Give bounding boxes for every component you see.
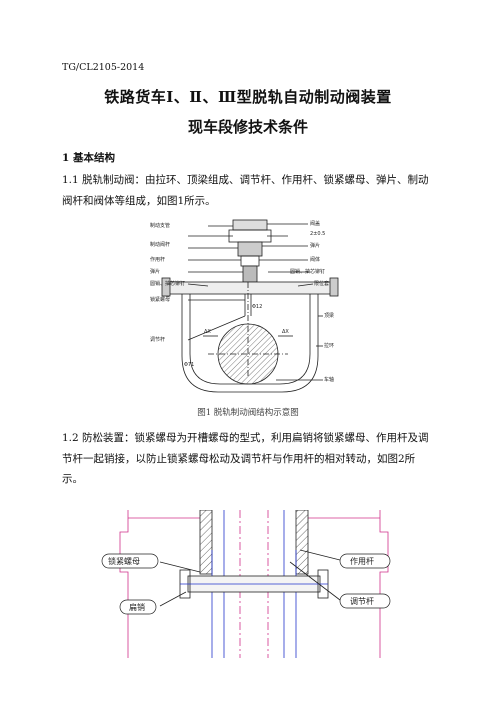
fig2-label-flat-pin: 扁销 bbox=[129, 602, 145, 612]
fig1-label-pull-ring: 拉环 bbox=[324, 342, 334, 349]
fig1-label-gap-dimension: 2±0.5 bbox=[310, 231, 325, 237]
fig1-dimension-dx-left: ΔX bbox=[204, 329, 211, 335]
fig2-label-action-rod: 作用杆 bbox=[350, 556, 374, 566]
figure-1-valve-diagram: 制动支管 制动阀杆 作用杆 弹片 圆销、抽芯铆钉 锁紧螺母 调节杆 阀盖 2±0… bbox=[150, 219, 339, 393]
document-number: TG/CL2105-2014 bbox=[62, 62, 145, 73]
fig1-label-valve-body: 阀体 bbox=[310, 256, 320, 263]
fig1-dimension-phi12: Φ12 bbox=[252, 304, 262, 310]
fig1-label-lock-nut: 锁紧螺母 bbox=[150, 296, 170, 303]
fig1-label-valve-cover: 阀盖 bbox=[310, 220, 320, 227]
fig1-label-axle: 车轴 bbox=[324, 376, 334, 383]
fig2-label-adjusting-rod: 调节杆 bbox=[350, 596, 374, 606]
fig1-dimension-phi71: Φ71 bbox=[184, 362, 194, 368]
fig1-label-spring-plate-right: 弹片 bbox=[310, 242, 320, 249]
fig1-label-round-pin-rivet-right: 圆销、抽芯铆钉 bbox=[290, 268, 325, 275]
section-heading-basic-structure: 1 基本结构 bbox=[62, 152, 115, 164]
fig1-label-limit-sleeve: 限位套 bbox=[314, 280, 329, 287]
document-title-line-2: 现车段修技术条件 bbox=[187, 118, 308, 136]
fig1-label-brake-valve-rod: 制动阀杆 bbox=[150, 241, 170, 248]
fig1-dimension-dx-right: ΔX bbox=[282, 329, 289, 335]
fig1-label-brake-branch-pipe: 制动支管 bbox=[150, 222, 170, 229]
figure-2-lock-diagram: 锁紧螺母 扁销 作用杆 调节杆 bbox=[101, 510, 391, 658]
fig1-label-top-beam: 顶梁 bbox=[324, 312, 334, 319]
paragraph-1-2: 1.2 防松装置：锁紧螺母为开槽螺母的型式，利用扁销将锁紧螺母、作用杆及调节杆一… bbox=[62, 432, 429, 485]
fig1-label-round-pin-rivet: 圆销、抽芯铆钉 bbox=[150, 280, 185, 287]
fig1-label-adjusting-rod: 调节杆 bbox=[150, 336, 165, 343]
figure-1-caption: 图1 脱轨制动阀结构示意图 bbox=[197, 408, 299, 418]
fig2-label-lock-nut: 锁紧螺母 bbox=[108, 556, 140, 566]
fig1-label-action-rod: 作用杆 bbox=[150, 256, 165, 263]
paragraph-1-1: 1.1 脱轨制动阀：由拉环、顶梁组成、调节杆、作用杆、锁紧螺母、弹片、制动阀杆和… bbox=[62, 174, 429, 207]
fig1-label-spring-plate: 弹片 bbox=[150, 268, 160, 275]
document-title-line-1: 铁路货车Ⅰ、Ⅱ、Ⅲ型脱轨自动制动阀装置 bbox=[104, 88, 392, 106]
